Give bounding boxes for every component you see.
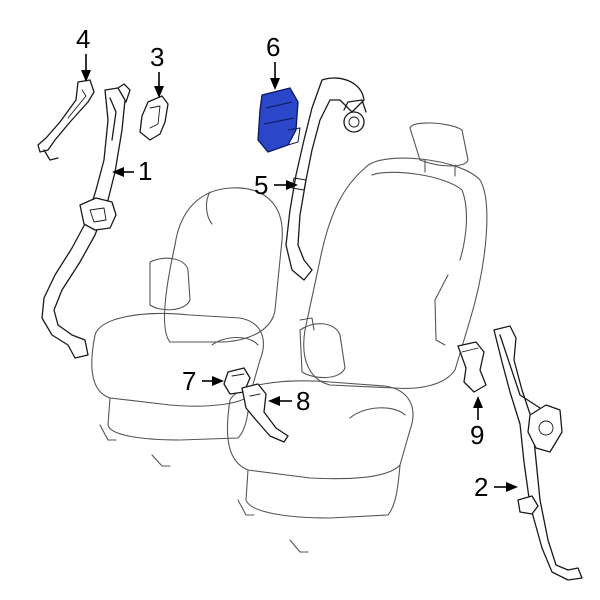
- callout-6-arrowhead: [270, 78, 280, 90]
- callout-5-arrowhead: [286, 180, 298, 190]
- part-8-buckle: [241, 383, 289, 443]
- callout-1-label: 1: [138, 156, 152, 186]
- callout-3-label: 3: [150, 42, 164, 72]
- callout-9-label: 9: [470, 420, 484, 450]
- left-seat: [91, 187, 283, 467]
- callout-5-label: 5: [254, 170, 268, 200]
- part-1-belt-assembly: [41, 83, 131, 359]
- callout-7-label: 7: [182, 366, 196, 396]
- part-5-center-belt: [285, 77, 367, 281]
- callout-8-arrowhead: [268, 396, 280, 406]
- part-9-buckle: [457, 341, 487, 393]
- callout-4-label: 4: [76, 24, 90, 54]
- right-seat: [226, 122, 488, 553]
- part-2-right-belt: [493, 325, 583, 581]
- callout-9-arrowhead: [473, 396, 483, 408]
- callout-3-arrowhead: [154, 86, 164, 98]
- callout-4-arrowhead: [81, 70, 91, 82]
- callout-2-arrowhead: [506, 482, 518, 492]
- callout-1-arrowhead: [112, 167, 124, 177]
- callout-7-arrowhead: [212, 376, 224, 386]
- callout-2-label: 2: [474, 472, 488, 502]
- callout-8-label: 8: [296, 386, 310, 416]
- part-3-cover: [139, 95, 169, 141]
- part-6-highlighted-cover: [257, 87, 301, 153]
- part-4-bracket: [37, 79, 95, 161]
- callouts: 4 3 6 1 5 7 8 9 2: [76, 24, 518, 502]
- callout-6-label: 6: [266, 32, 280, 62]
